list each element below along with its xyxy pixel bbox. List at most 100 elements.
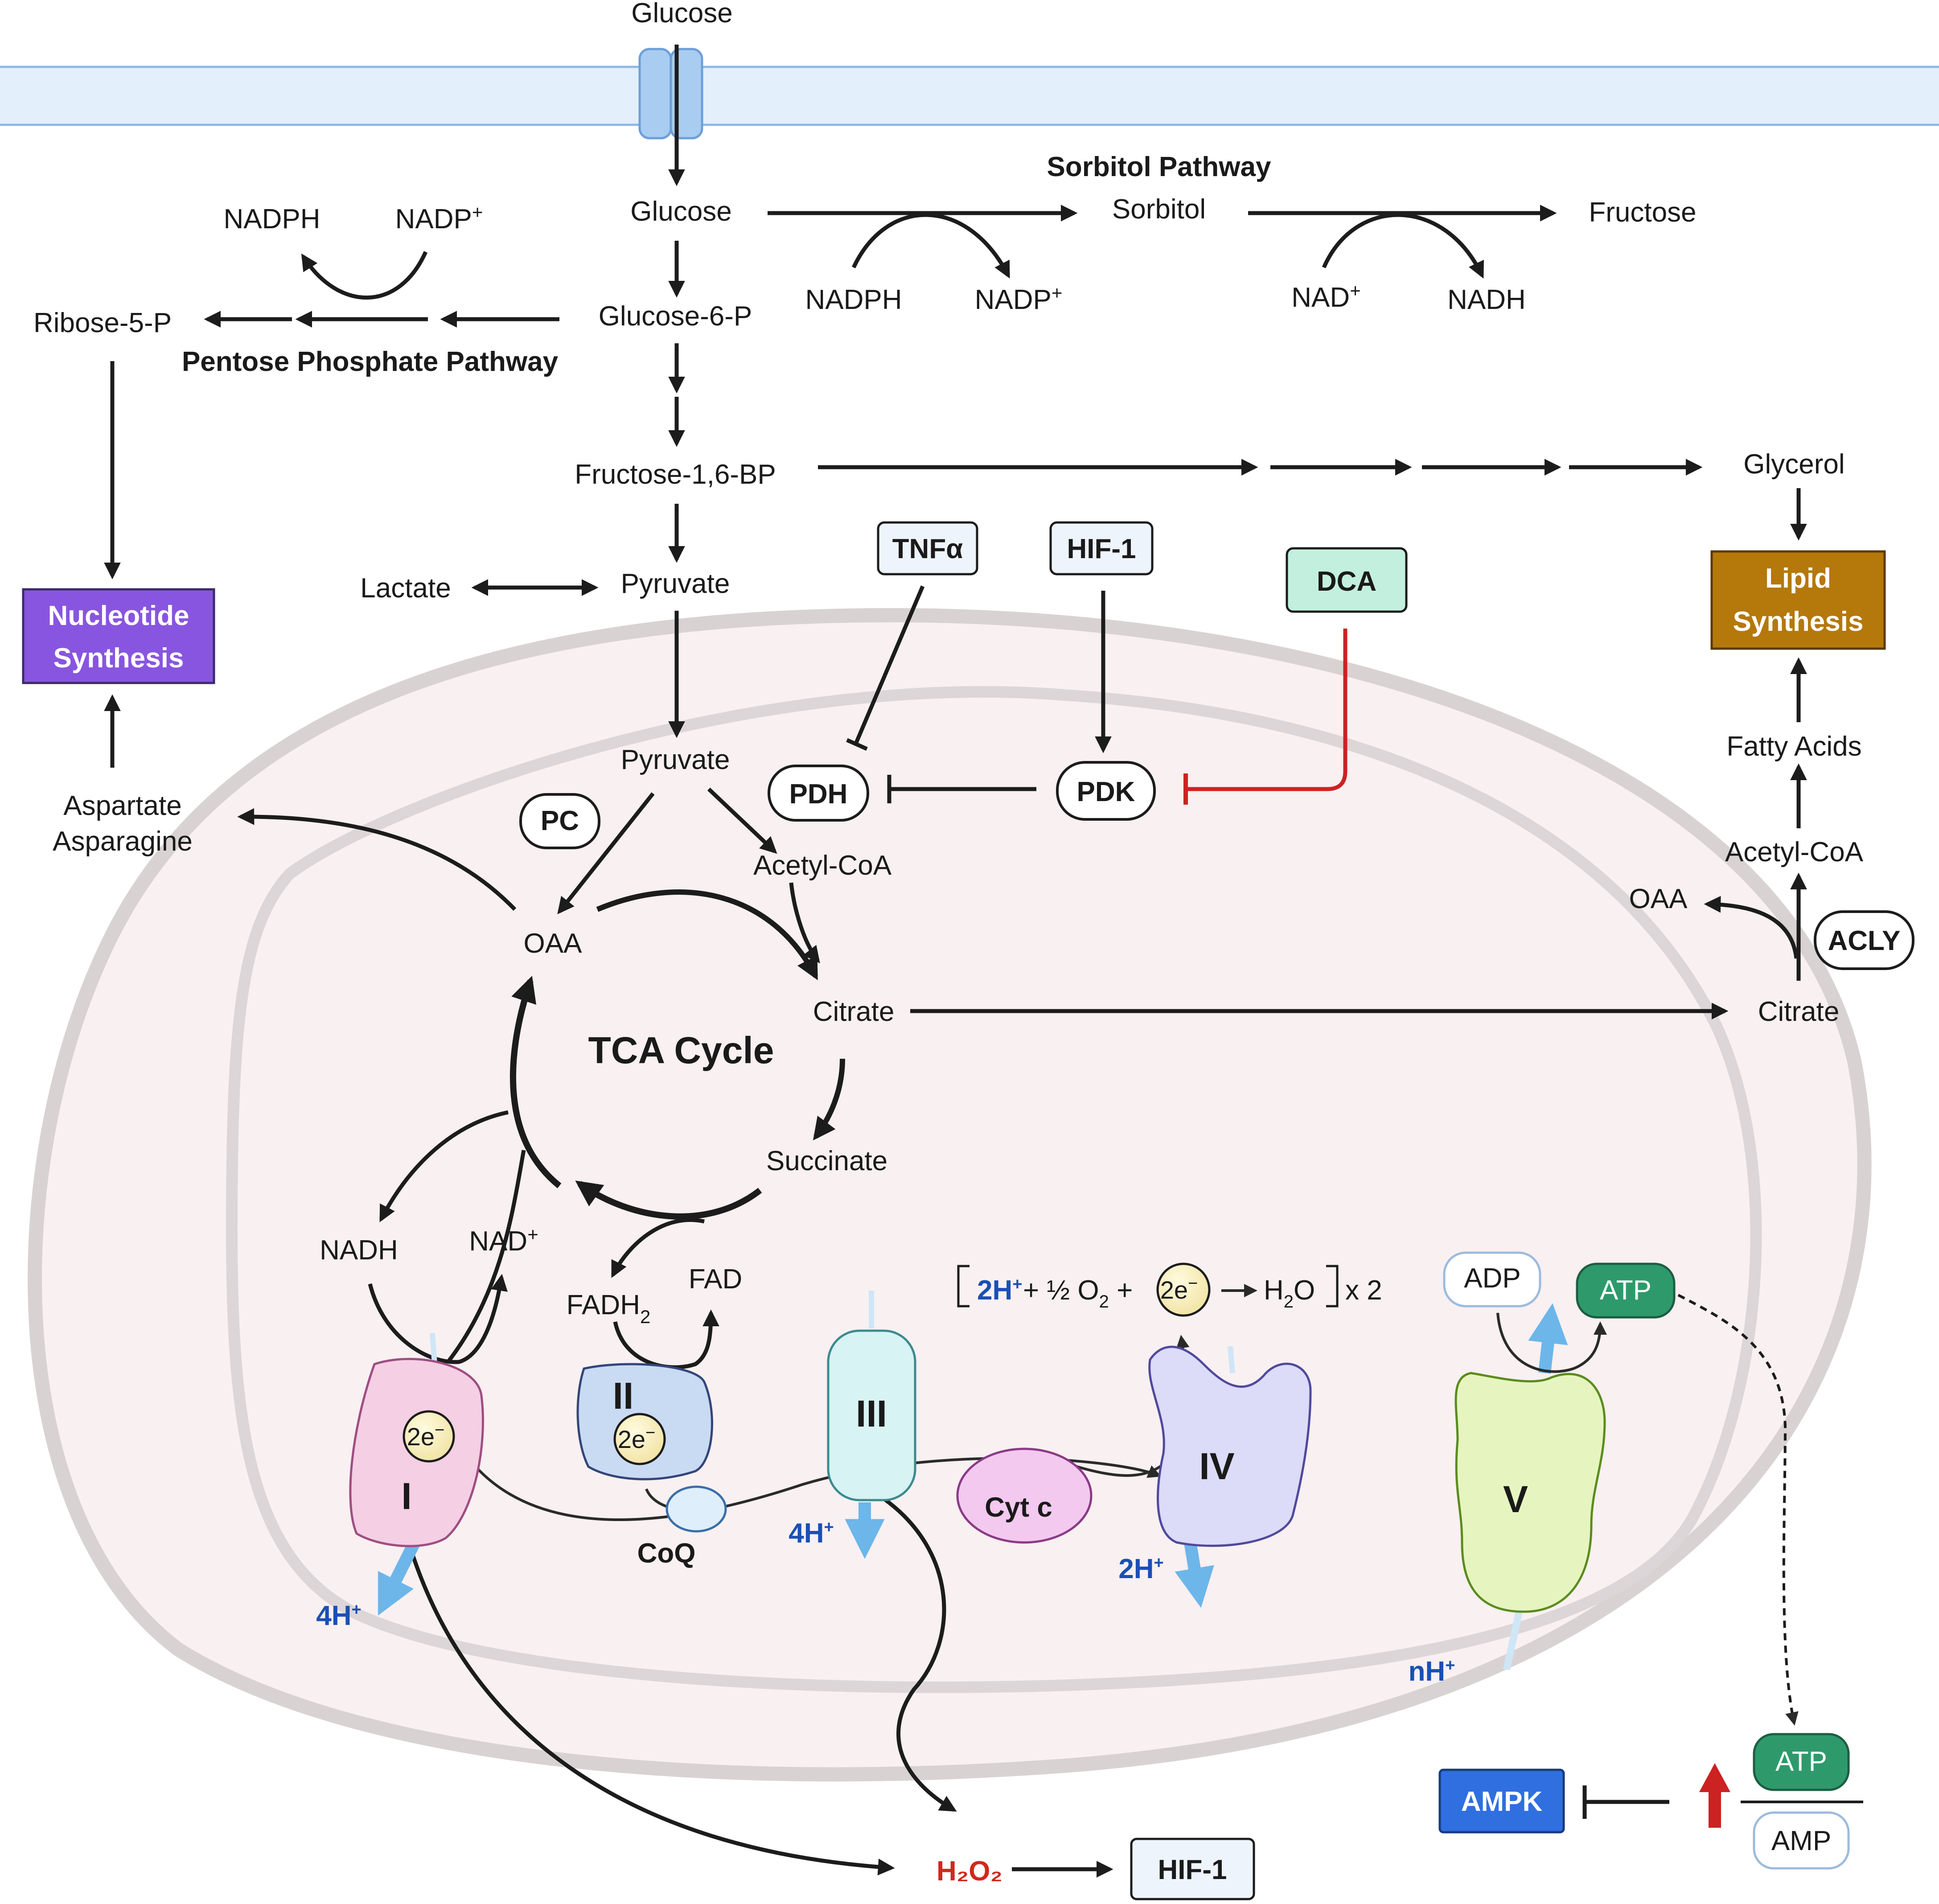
up-red-arrow-icon [1699, 1763, 1730, 1828]
tca-arrows [237, 787, 845, 1369]
complex-iv-label: IV [1199, 1445, 1234, 1487]
fad-label: FAD [689, 1264, 743, 1295]
h-c5-label: nH+ [1409, 1656, 1455, 1687]
tca-title: TCA Cycle [588, 1029, 774, 1071]
ribose-label: Ribose-5-P [33, 308, 172, 338]
tnfa-label: TNFα [892, 534, 963, 564]
adp-box: ADP [1443, 1251, 1541, 1308]
lipid-synthesis-box: Lipid Synthesis [1710, 550, 1886, 650]
amp-label: AMP [1771, 1826, 1831, 1856]
pc-label: PC [541, 806, 579, 836]
succinate-label: Succinate [766, 1146, 887, 1176]
f16bp-label: Fructose-1,6-BP [575, 459, 776, 490]
coq: CoQ [637, 1485, 727, 1569]
tnfa-box: TNFα [877, 521, 978, 576]
proton-arrows [378, 1291, 1568, 1670]
fatty-acids-label: Fatty Acids [1726, 731, 1861, 762]
fadh2-label: FADH2 [567, 1290, 651, 1327]
glycerol-label: Glycerol [1743, 449, 1845, 480]
complex-i-label: I [401, 1475, 411, 1517]
amp-ratio-denominator: AMP [1753, 1811, 1850, 1870]
atp-ratio-numerator: ATP [1753, 1733, 1850, 1791]
h-c1-label: 4H+ [316, 1600, 361, 1631]
cytc-label: Cyt c [985, 1492, 1052, 1523]
pc-box: PC [519, 793, 600, 849]
hif1-bottom-box: HIF-1 [1130, 1838, 1255, 1900]
citrate-cyto-label: Citrate [1758, 996, 1840, 1027]
atp-label: ATP [1600, 1275, 1651, 1306]
acetyl-coa-mito-label: Acetyl-CoA [753, 850, 892, 881]
oaa-cyto-label: OAA [1629, 884, 1688, 914]
sorbitol-nadh-label: NADH [1447, 284, 1526, 315]
hif1-bottom-label: HIF-1 [1158, 1855, 1227, 1885]
pdh-box: PDH [768, 765, 869, 822]
tca-nad-label: NAD+ [469, 1224, 538, 1257]
regulation-lines [846, 585, 1347, 805]
hif1-top-label: HIF-1 [1067, 534, 1136, 564]
reaction-x2: x 2 [1345, 1275, 1382, 1306]
dca-label: DCA [1317, 566, 1376, 597]
reaction-electrons: 2e− [1160, 1274, 1198, 1304]
ppp-nadp-label: NADP+ [395, 202, 483, 234]
ampk-label: AMPK [1461, 1786, 1543, 1817]
asparagine-label: Asparagine [53, 826, 193, 857]
adp-label: ADP [1464, 1263, 1520, 1294]
nucleotide-line1: Nucleotide [48, 600, 189, 631]
hif1-top-box: HIF-1 [1049, 521, 1154, 576]
reaction-2h: 2H+ [977, 1275, 1022, 1306]
ampk-box: AMPK [1438, 1768, 1565, 1834]
complex-ii-label: II [613, 1375, 634, 1417]
sorbitol-nadph-label: NADPH [805, 284, 902, 315]
pdh-label: PDH [789, 779, 848, 810]
citrate-mito-label: Citrate [813, 996, 895, 1027]
h-c3-label: 4H+ [789, 1518, 834, 1549]
oaa-mito-label: OAA [524, 928, 583, 959]
acly-label: ACLY [1828, 925, 1900, 956]
complex-v: V [1454, 1372, 1606, 1613]
pyruvate-mito-label: Pyruvate [621, 744, 730, 775]
lactate-label: Lactate [360, 573, 451, 604]
lipid-line1: Lipid [1765, 563, 1831, 594]
reaction-h2o: H2O [1264, 1275, 1315, 1312]
coq-label: CoQ [637, 1538, 696, 1569]
tca-nadh-label: NADH [320, 1235, 398, 1266]
complex-i-electron-label: 2e− [407, 1421, 445, 1451]
sorbitol-nadp-label: NADP+ [975, 282, 1063, 315]
reaction-half-o2: + ½ O2 + [1023, 1275, 1133, 1312]
h2o2-label: H₂O₂ [937, 1856, 1002, 1887]
nucleotide-synthesis-box: Nucleotide Synthesis [22, 588, 215, 684]
cytochrome-c: Cyt c [956, 1448, 1093, 1544]
sorbitol-nad-label: NAD+ [1291, 280, 1360, 313]
dca-box: DCA [1286, 547, 1408, 613]
g6p-label: Glucose-6-P [599, 301, 752, 332]
atp-ratio-label: ATP [1775, 1746, 1827, 1777]
acetyl-coa-cyto-label: Acetyl-CoA [1725, 837, 1864, 868]
complex-i-electrons: 2e− [403, 1410, 455, 1463]
pdk-box: PDK [1056, 761, 1156, 821]
pdk-label: PDK [1077, 777, 1135, 807]
pyruvate-cyto-label: Pyruvate [621, 568, 730, 599]
complex-v-label: V [1503, 1478, 1528, 1520]
glucose-transporter [638, 48, 703, 140]
complex-iii: III [827, 1329, 916, 1501]
fructose-label: Fructose [1589, 197, 1696, 228]
ppp-title: Pentose Phosphate Pathway [182, 346, 559, 377]
glucose-label: Glucose [630, 196, 731, 227]
acly-box: ACLY [1814, 910, 1914, 970]
lipid-line2: Synthesis [1733, 606, 1864, 637]
atp-box: ATP [1576, 1262, 1676, 1319]
complex-ii-electron-label: 2e− [618, 1423, 656, 1453]
sorbitol-label: Sorbitol [1112, 194, 1206, 225]
cytosol-arrows [104, 45, 1807, 1020]
sorbitol-title: Sorbitol Pathway [1047, 152, 1271, 182]
plasma-membrane [0, 66, 1939, 126]
ppp-nadph-label: NADPH [223, 204, 320, 234]
mitochondrion [28, 608, 1872, 1782]
aspartate-label: Aspartate [63, 790, 181, 821]
complex-iv: IV [1148, 1345, 1312, 1547]
complex-iii-label: III [856, 1393, 887, 1435]
glucose-extracellular-label: Glucose [631, 0, 732, 29]
h-c4-label: 2H+ [1118, 1554, 1163, 1584]
